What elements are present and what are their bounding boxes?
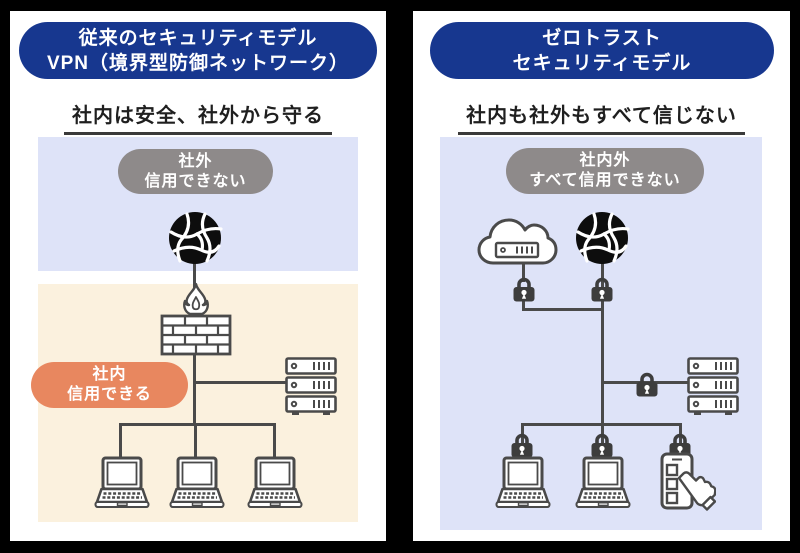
connector-line <box>601 423 604 458</box>
connector-line <box>193 262 196 306</box>
connector-line <box>679 423 682 458</box>
zero-trust-subtitle: 社内も社外もすべて信じない <box>458 99 745 135</box>
firewall-flame-icon <box>160 282 232 356</box>
connector-line <box>193 354 196 425</box>
connector-line <box>273 423 276 458</box>
internet-globe-icon <box>167 210 223 266</box>
cloud-server-icon <box>477 218 558 265</box>
zero-trust-subtitle-row: 社内も社外もすべて信じない <box>413 99 790 135</box>
connector-line <box>521 423 524 458</box>
connector-line <box>195 381 287 384</box>
connector-line <box>601 262 604 426</box>
panel-zero-trust: ゼロトラスト セキュリティモデル 社内も社外もすべて信じない 社内外 すべて信用… <box>413 11 790 541</box>
traditional-subtitle-row: 社内は安全、社外から守る <box>10 99 386 135</box>
laptop-icon <box>169 456 225 509</box>
traditional-subtitle: 社内は安全、社外から守る <box>64 99 332 135</box>
laptop-icon <box>495 456 551 509</box>
connector-line <box>194 423 197 458</box>
panel-traditional-security: 従来のセキュリティモデル VPN（境界型防御ネットワーク） 社内は安全、社外から… <box>10 11 386 541</box>
badge-line: 信用できる <box>67 386 152 403</box>
traditional-title: 従来のセキュリティモデル VPN（境界型防御ネットワーク） <box>19 22 377 79</box>
padlock-icon <box>634 372 660 398</box>
zero-trust-title: ゼロトラスト セキュリティモデル <box>430 22 774 79</box>
connector-line <box>522 264 525 282</box>
laptop-icon <box>575 456 631 509</box>
padlock-icon <box>511 277 537 303</box>
badge-line: すべて信用できない <box>529 172 681 189</box>
connector-line <box>522 308 604 311</box>
badge-line: 社内外 <box>579 152 631 169</box>
smartphone-touch-icon <box>660 452 716 511</box>
internal-trusted-badge: 社内 信用できる <box>31 362 188 408</box>
badge-line: 社内 <box>92 366 127 383</box>
connector-line <box>119 423 276 426</box>
badge-line: 信用できない <box>144 172 247 190</box>
connector-line <box>522 299 525 311</box>
server-stack-icon <box>687 357 739 415</box>
laptop-icon <box>247 456 303 509</box>
traditional-title-line1: 従来のセキュリティモデル <box>78 27 318 49</box>
badge-line: 社外 <box>178 152 213 170</box>
padlock-icon <box>589 277 615 303</box>
internet-globe-icon <box>574 210 630 266</box>
padlock-icon <box>589 433 615 459</box>
zero-trust-title-line1: ゼロトラスト <box>542 27 662 49</box>
server-stack-icon <box>285 357 337 415</box>
traditional-title-line2: VPN（境界型防御ネットワーク） <box>46 52 350 74</box>
laptop-icon <box>94 456 150 509</box>
external-untrusted-badge: 社外 信用できない <box>118 149 273 194</box>
all-untrusted-badge: 社内外 すべて信用できない <box>506 148 704 194</box>
connector-line <box>119 423 122 458</box>
zero-trust-title-line2: セキュリティモデル <box>512 52 692 74</box>
padlock-icon <box>509 433 535 459</box>
